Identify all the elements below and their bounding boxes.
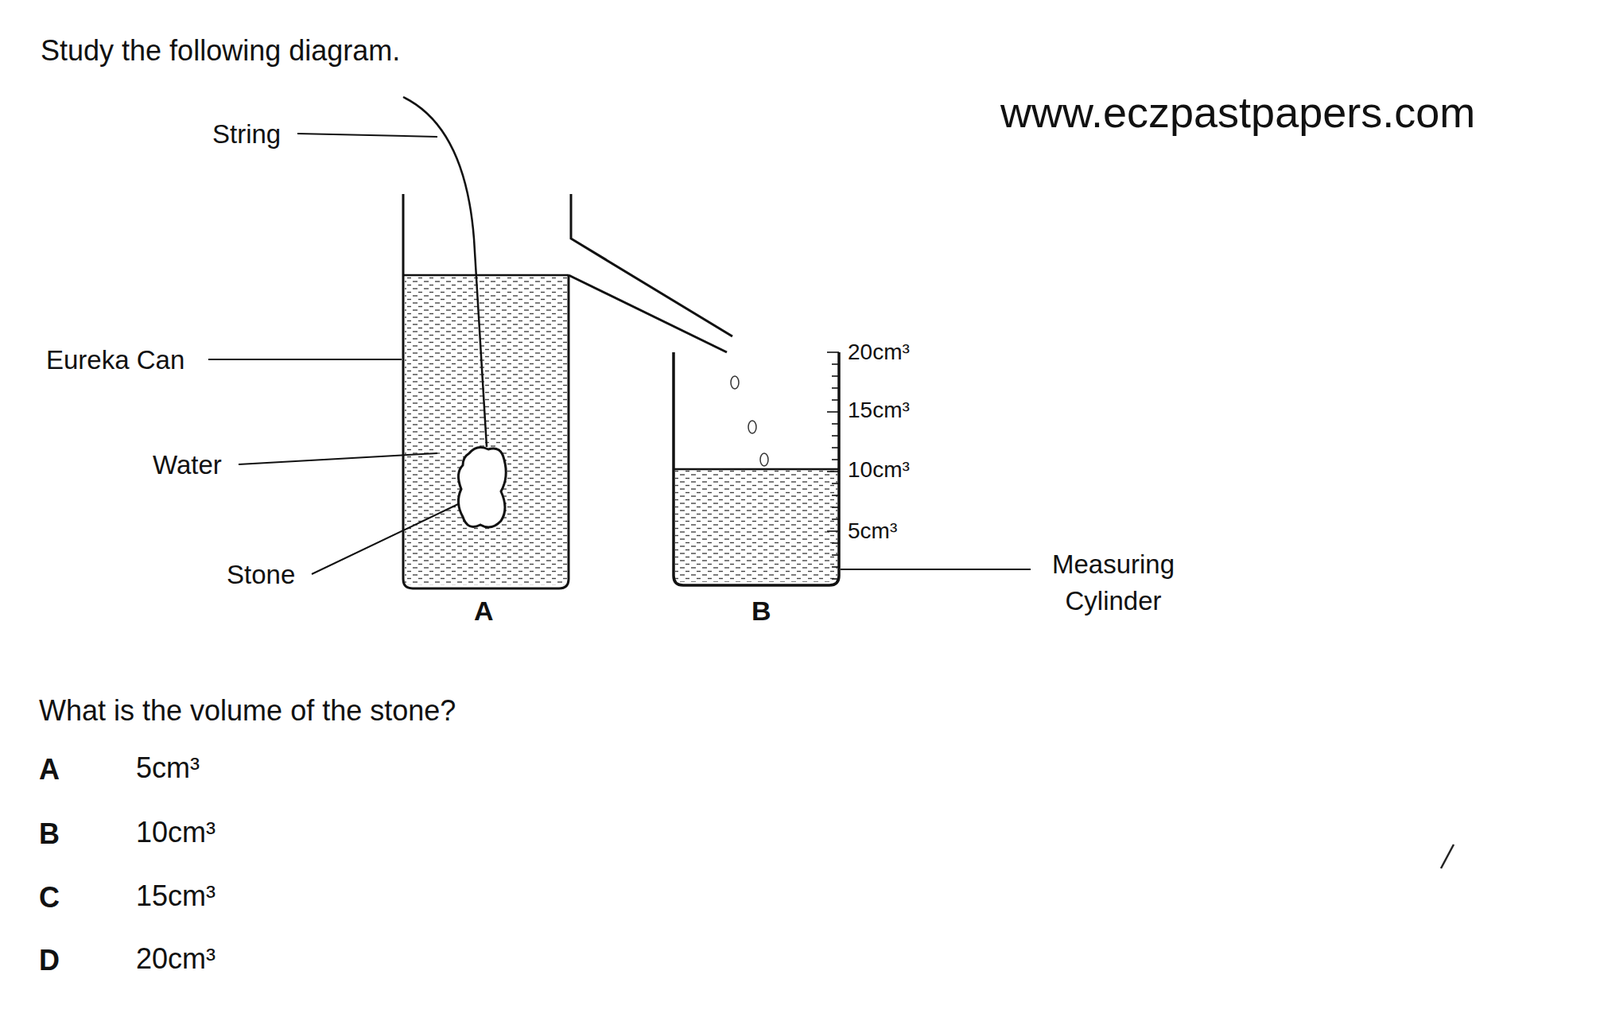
leader-line <box>297 133 438 137</box>
scale-tick <box>827 530 839 533</box>
option-text: 10cm³ <box>135 818 216 847</box>
scale-tick <box>827 351 839 354</box>
question-text: What is the volume of the stone? <box>38 696 456 726</box>
scale-tick <box>831 566 839 568</box>
scale-tick <box>831 375 839 377</box>
scale-label: 20cm³ <box>847 341 910 364</box>
string <box>403 97 487 447</box>
pen-mark <box>1440 844 1454 869</box>
heading: Study the following diagram. <box>40 36 400 66</box>
scale-tick <box>831 458 839 461</box>
option-letter: C <box>38 883 60 913</box>
option-letter: D <box>38 946 60 975</box>
can-water-level <box>403 274 569 277</box>
scale-tick <box>831 482 839 485</box>
option-text: 5cm³ <box>135 753 200 783</box>
scale-tick <box>831 542 839 544</box>
scale-tick <box>831 506 839 509</box>
option-letter: A <box>38 755 60 785</box>
eureka-can-wall <box>403 194 569 589</box>
part-label: Measuring Cylinder <box>1033 546 1193 620</box>
water-drop <box>730 376 739 389</box>
scale-tick <box>827 411 839 413</box>
scale-tick <box>831 446 839 449</box>
water-drop <box>760 453 769 467</box>
spout-lower <box>568 275 727 353</box>
cylinder-water <box>675 469 838 583</box>
scale-tick <box>831 578 839 580</box>
cylinder-water-level <box>673 468 839 471</box>
scale-tick <box>831 387 839 389</box>
leader-line <box>311 504 459 575</box>
watermark: www.eczpastpapers.com <box>1000 90 1476 134</box>
scale-tick <box>831 518 839 521</box>
figure-letter: B <box>751 597 772 625</box>
leader-line <box>208 358 402 361</box>
option-letter: B <box>38 819 60 849</box>
part-label: String <box>212 120 281 148</box>
leader-line <box>238 453 438 465</box>
scale-tick <box>831 554 839 556</box>
scale-tick <box>831 423 839 425</box>
stone <box>458 446 506 528</box>
option-text: 15cm³ <box>135 881 216 911</box>
part-label: Stone <box>226 561 296 588</box>
water-drop <box>748 420 757 434</box>
scale-label: 10cm³ <box>847 458 910 482</box>
scale-label: 5cm³ <box>847 520 898 543</box>
cylinder-scale <box>827 352 839 579</box>
part-label: Water <box>152 451 222 478</box>
scale-tick <box>831 363 839 366</box>
figure-letter: A <box>473 597 494 625</box>
scale-label: 15cm³ <box>847 399 910 422</box>
option-text: 20cm³ <box>135 944 216 974</box>
scale-tick <box>827 470 839 473</box>
scale-tick <box>831 434 839 437</box>
scale-tick <box>831 399 839 401</box>
part-label: Eureka Can <box>46 346 185 373</box>
measuring-cylinder-wall <box>673 352 839 586</box>
scale-tick <box>831 494 839 497</box>
leader-line <box>840 568 1031 571</box>
